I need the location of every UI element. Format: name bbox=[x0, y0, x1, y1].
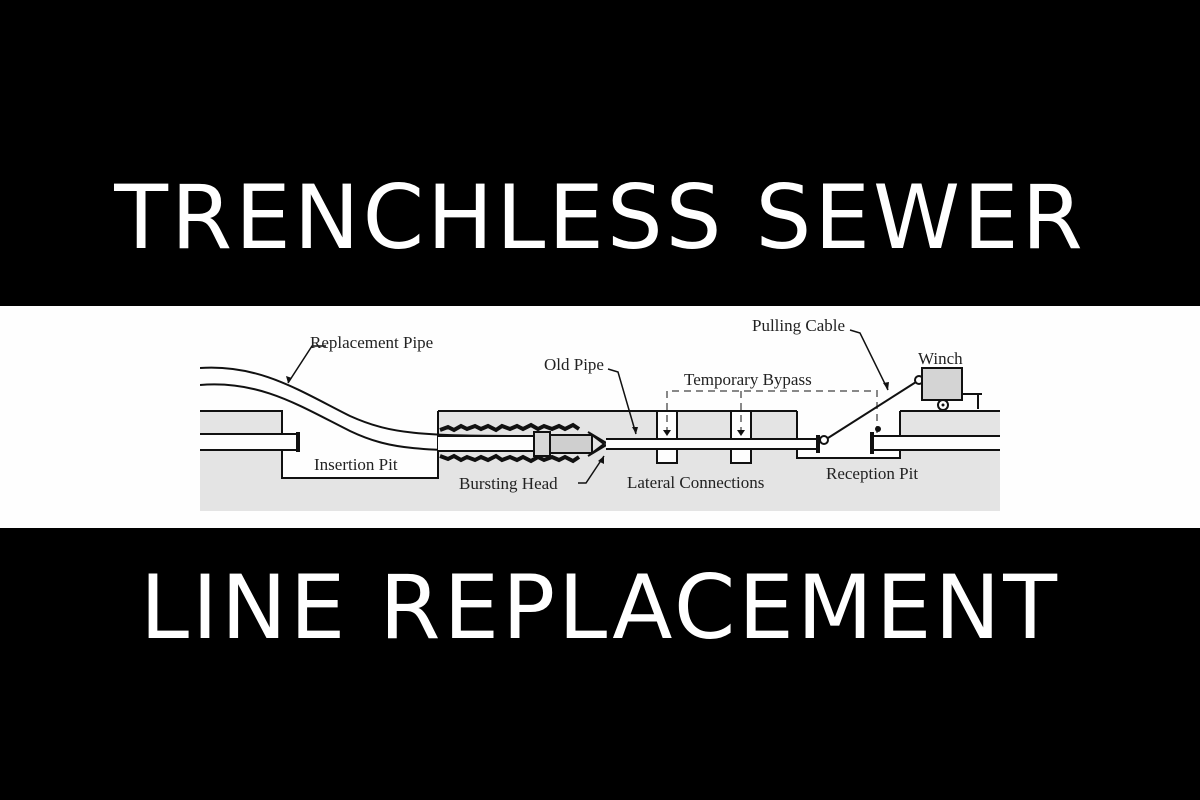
old-pipe bbox=[606, 435, 820, 453]
label-temporary-bypass: Temporary Bypass bbox=[684, 370, 812, 389]
top-black-band bbox=[0, 0, 1200, 306]
winch bbox=[921, 367, 982, 411]
right-pipe-stub bbox=[870, 426, 1000, 454]
label-pulling-cable: Pulling Cable bbox=[752, 316, 845, 335]
fractured-soil bbox=[438, 422, 581, 464]
label-insertion-pit: Insertion Pit bbox=[314, 455, 398, 474]
leader-lines bbox=[286, 329, 889, 484]
label-winch: Winch bbox=[918, 349, 963, 368]
label-old-pipe: Old Pipe bbox=[544, 355, 604, 374]
label-bursting-head: Bursting Head bbox=[459, 474, 558, 493]
label-reception-pit: Reception Pit bbox=[826, 464, 918, 483]
left-pipe-stub bbox=[200, 432, 300, 452]
lateral-connections bbox=[656, 410, 752, 464]
bottom-black-band bbox=[0, 528, 1200, 800]
title-line-1: TRENCHLESS SEWER bbox=[114, 166, 1086, 269]
diagram-labels: Replacement Pipe Old Pipe Temporary Bypa… bbox=[310, 316, 963, 493]
label-replacement-pipe: Replacement Pipe bbox=[310, 333, 433, 352]
title-line-2: LINE REPLACEMENT bbox=[139, 556, 1061, 659]
temporary-bypass bbox=[663, 390, 878, 436]
bursting-head bbox=[533, 431, 610, 457]
pipe-bursting-diagram: Replacement Pipe Old Pipe Temporary Bypa… bbox=[200, 316, 1000, 511]
label-lateral-connections: Lateral Connections bbox=[627, 473, 764, 492]
